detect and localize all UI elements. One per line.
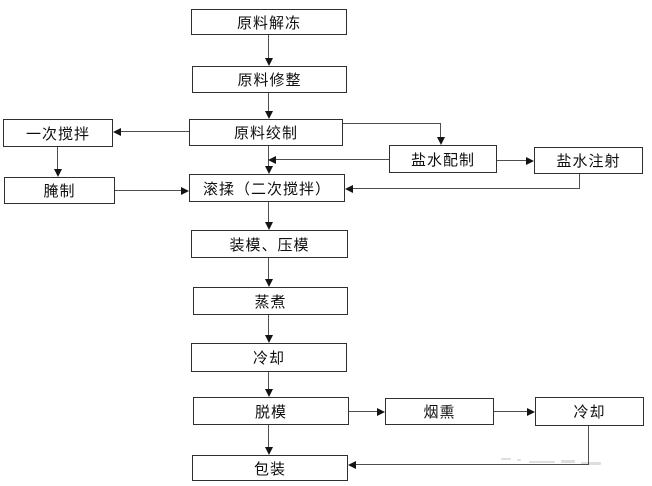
edge-grind-brineprep-vline bbox=[440, 123, 441, 137]
edge-cool2-pack-hline bbox=[356, 464, 589, 465]
arrow-left-icon bbox=[268, 156, 276, 164]
arrow-left-icon bbox=[113, 128, 121, 136]
node-brine-prep: 盐水配制 bbox=[389, 145, 497, 173]
node-tumble: 滚揉（二次搅拌） bbox=[189, 174, 345, 202]
edge-brineinject-tumble-hline bbox=[353, 188, 580, 189]
edge-demold-smoke-line bbox=[349, 411, 377, 412]
node-marinate: 腌制 bbox=[4, 177, 115, 204]
arrow-down-icon bbox=[437, 137, 445, 145]
arrow-down-icon bbox=[265, 279, 273, 287]
edge-steam-cool-line bbox=[268, 315, 269, 335]
arrow-left-icon bbox=[345, 185, 353, 193]
edge-brineinject-tumble-vline bbox=[579, 174, 580, 189]
arrow-right-icon bbox=[181, 187, 189, 195]
node-first-mix: 一次搅拌 bbox=[3, 119, 113, 147]
arrow-down-icon bbox=[265, 222, 273, 230]
arrow-left-icon bbox=[348, 461, 356, 469]
node-demold: 脱模 bbox=[193, 397, 349, 425]
edge-grind-firstmix-line bbox=[121, 131, 189, 132]
node-steam: 蒸煮 bbox=[193, 287, 348, 315]
node-trim: 原料修整 bbox=[192, 66, 347, 93]
arrow-right-icon bbox=[527, 408, 535, 416]
edge-firstmix-marinate-line bbox=[57, 147, 58, 169]
edge-cool2-pack-vline bbox=[588, 426, 589, 465]
arrow-down-icon bbox=[265, 389, 273, 397]
arrow-right-icon bbox=[377, 408, 385, 416]
arrow-down-icon bbox=[265, 111, 273, 119]
node-thaw: 原料解冻 bbox=[191, 9, 347, 35]
node-cool2: 冷却 bbox=[535, 397, 644, 426]
arrow-right-icon bbox=[526, 157, 534, 165]
edge-marinate-tumble-line bbox=[115, 190, 181, 191]
node-smoke: 烟熏 bbox=[385, 398, 494, 425]
node-pack: 包装 bbox=[192, 455, 348, 481]
edge-tumble-mold-line bbox=[268, 202, 269, 222]
edge-thaw-trim-line bbox=[268, 35, 269, 58]
node-cool: 冷却 bbox=[191, 343, 347, 372]
watermark bbox=[495, 455, 607, 469]
edge-brineprep-merge-line bbox=[276, 159, 389, 160]
edge-trim-grind-line bbox=[268, 93, 269, 111]
edge-demold-pack-line bbox=[268, 425, 269, 447]
arrow-down-icon bbox=[265, 335, 273, 343]
node-brine-inject: 盐水注射 bbox=[534, 147, 643, 174]
arrow-down-icon bbox=[265, 58, 273, 66]
edge-smoke-cool2-line bbox=[494, 411, 527, 412]
node-grind: 原料绞制 bbox=[189, 119, 343, 146]
edge-cool-demold-line bbox=[268, 372, 269, 389]
arrow-down-icon bbox=[54, 169, 62, 177]
arrow-down-icon bbox=[265, 166, 273, 174]
arrow-down-icon bbox=[265, 447, 273, 455]
edge-brineprep-brineinject-line bbox=[497, 160, 526, 161]
edge-mold-steam-line bbox=[268, 258, 269, 279]
edge-grind-brineprep-hline bbox=[343, 123, 441, 124]
node-mold-press: 装模、压模 bbox=[191, 230, 348, 258]
